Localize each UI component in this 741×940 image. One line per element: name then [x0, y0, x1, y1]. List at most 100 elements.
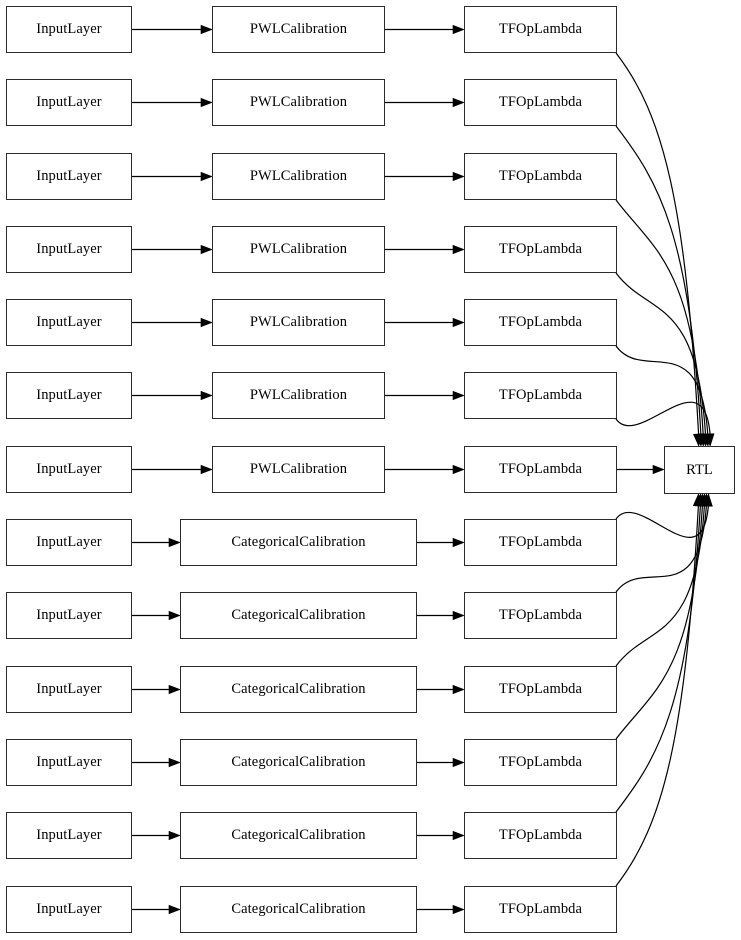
edge-input-to-calibration-10-arrowhead: [168, 757, 181, 768]
node-categorical-calibration-11-label: CategoricalCalibration: [231, 827, 366, 844]
node-input-layer-8[interactable]: InputLayer: [6, 592, 132, 639]
node-tf-op-lambda-9-label: TFOpLambda: [498, 681, 583, 698]
node-input-layer-0-label: InputLayer: [36, 21, 102, 38]
node-tf-op-lambda-2-label: TFOpLambda: [498, 168, 583, 185]
node-tf-op-lambda-0[interactable]: TFOpLambda: [464, 6, 617, 53]
node-tf-op-lambda-0-label: TFOpLambda: [498, 21, 583, 38]
node-tf-op-lambda-10-label: TFOpLambda: [498, 754, 583, 771]
edge-input-to-calibration-11-arrowhead: [168, 830, 181, 841]
node-input-layer-1[interactable]: InputLayer: [6, 79, 132, 126]
edge-lambda-to-rtl-12-line: [615, 503, 700, 887]
node-input-layer-10-label: InputLayer: [36, 754, 102, 771]
node-pwl-calibration-4[interactable]: PWLCalibration: [212, 299, 385, 346]
node-pwl-calibration-2[interactable]: PWLCalibration: [212, 153, 385, 200]
node-input-layer-1-label: InputLayer: [36, 94, 102, 111]
node-input-layer-6[interactable]: InputLayer: [6, 446, 132, 493]
edge-lambda-to-rtl-3-arrowhead: [699, 433, 710, 447]
node-input-layer-10[interactable]: InputLayer: [6, 739, 132, 786]
node-categorical-calibration-12[interactable]: CategoricalCalibration: [180, 886, 417, 933]
node-categorical-calibration-12-label: CategoricalCalibration: [231, 901, 366, 918]
node-tf-op-lambda-4[interactable]: TFOpLambda: [464, 299, 617, 346]
node-categorical-calibration-9[interactable]: CategoricalCalibration: [180, 666, 417, 713]
edge-input-to-calibration-6-arrowhead: [200, 464, 213, 475]
node-input-layer-11-label: InputLayer: [36, 827, 102, 844]
edge-calibration-to-lambda-5-arrowhead: [452, 390, 465, 401]
node-tf-op-lambda-12-label: TFOpLambda: [498, 901, 583, 918]
edge-calibration-to-lambda-4-arrowhead: [452, 317, 465, 328]
edge-calibration-to-lambda-0-arrowhead: [452, 24, 465, 35]
edge-lambda-to-rtl-9-line: [615, 503, 706, 667]
node-categorical-calibration-10[interactable]: CategoricalCalibration: [180, 739, 417, 786]
edge-lambda-to-rtl-2-line: [615, 199, 704, 437]
edge-input-to-calibration-1-arrowhead: [200, 97, 213, 108]
node-tf-op-lambda-7-label: TFOpLambda: [498, 534, 583, 551]
node-tf-op-lambda-1[interactable]: TFOpLambda: [464, 79, 617, 126]
node-tf-op-lambda-11[interactable]: TFOpLambda: [464, 812, 617, 859]
node-input-layer-7[interactable]: InputLayer: [6, 519, 132, 566]
edge-lambda-to-rtl-1-arrowhead: [695, 433, 706, 447]
edge-lambda-to-rtl-0-line: [615, 52, 700, 437]
node-categorical-calibration-7-label: CategoricalCalibration: [231, 534, 366, 551]
edge-input-to-calibration-9-arrowhead: [168, 684, 181, 695]
node-pwl-calibration-1[interactable]: PWLCalibration: [212, 79, 385, 126]
node-input-layer-0[interactable]: InputLayer: [6, 6, 132, 53]
edge-lambda-to-rtl-8-line: [615, 503, 708, 593]
node-input-layer-6-label: InputLayer: [36, 461, 102, 478]
node-pwl-calibration-3-label: PWLCalibration: [249, 241, 348, 258]
edge-lambda-to-rtl-6-arrowhead: [652, 464, 665, 475]
edge-lambda-to-rtl-1-line: [615, 125, 702, 437]
node-pwl-calibration-1-label: PWLCalibration: [249, 94, 348, 111]
edge-calibration-to-lambda-11-arrowhead: [452, 830, 465, 841]
node-tf-op-lambda-12[interactable]: TFOpLambda: [464, 886, 617, 933]
node-input-layer-12-label: InputLayer: [36, 901, 102, 918]
node-input-layer-2[interactable]: InputLayer: [6, 153, 132, 200]
node-input-layer-3[interactable]: InputLayer: [6, 226, 132, 273]
node-pwl-calibration-5[interactable]: PWLCalibration: [212, 372, 385, 419]
node-input-layer-7-label: InputLayer: [36, 534, 102, 551]
edge-calibration-to-lambda-1-arrowhead: [452, 97, 465, 108]
edge-calibration-to-lambda-12-arrowhead: [452, 904, 465, 915]
node-categorical-calibration-8[interactable]: CategoricalCalibration: [180, 592, 417, 639]
node-pwl-calibration-6[interactable]: PWLCalibration: [212, 446, 385, 493]
node-pwl-calibration-3[interactable]: PWLCalibration: [212, 226, 385, 273]
node-pwl-calibration-0-label: PWLCalibration: [249, 21, 348, 38]
edge-calibration-to-lambda-9-arrowhead: [452, 684, 465, 695]
node-tf-op-lambda-8[interactable]: TFOpLambda: [464, 592, 617, 639]
edge-lambda-to-rtl-5-line: [615, 401, 711, 437]
node-categorical-calibration-10-label: CategoricalCalibration: [231, 754, 366, 771]
node-tf-op-lambda-2[interactable]: TFOpLambda: [464, 153, 617, 200]
node-tf-op-lambda-3-label: TFOpLambda: [498, 241, 583, 258]
node-input-layer-3-label: InputLayer: [36, 241, 102, 258]
node-input-layer-5[interactable]: InputLayer: [6, 372, 132, 419]
edge-lambda-to-rtl-4-arrowhead: [702, 433, 713, 447]
node-pwl-calibration-6-label: PWLCalibration: [249, 461, 348, 478]
node-tf-op-lambda-7[interactable]: TFOpLambda: [464, 519, 617, 566]
node-tf-op-lambda-9[interactable]: TFOpLambda: [464, 666, 617, 713]
edge-lambda-to-rtl-10-line: [615, 503, 704, 740]
node-input-layer-12[interactable]: InputLayer: [6, 886, 132, 933]
node-tf-op-lambda-4-label: TFOpLambda: [498, 314, 583, 331]
node-tf-op-lambda-3[interactable]: TFOpLambda: [464, 226, 617, 273]
edge-lambda-to-rtl-5-arrowhead: [704, 433, 715, 447]
node-pwl-calibration-0[interactable]: PWLCalibration: [212, 6, 385, 53]
edge-input-to-calibration-7-arrowhead: [168, 537, 181, 548]
edge-lambda-to-rtl-11-arrowhead: [694, 493, 705, 507]
node-input-layer-9[interactable]: InputLayer: [6, 666, 132, 713]
edge-lambda-to-rtl-7-arrowhead: [702, 493, 713, 507]
edge-calibration-to-lambda-6-arrowhead: [452, 464, 465, 475]
node-input-layer-4-label: InputLayer: [36, 314, 102, 331]
node-rtl-output-label: RTL: [686, 461, 713, 478]
node-input-layer-4[interactable]: InputLayer: [6, 299, 132, 346]
node-pwl-calibration-4-label: PWLCalibration: [249, 314, 348, 331]
node-categorical-calibration-11[interactable]: CategoricalCalibration: [180, 812, 417, 859]
node-tf-op-lambda-5[interactable]: TFOpLambda: [464, 372, 617, 419]
edge-lambda-to-rtl-0-arrowhead: [693, 433, 704, 447]
node-tf-op-lambda-6[interactable]: TFOpLambda: [464, 446, 617, 493]
node-tf-op-lambda-10[interactable]: TFOpLambda: [464, 739, 617, 786]
node-categorical-calibration-7[interactable]: CategoricalCalibration: [180, 519, 417, 566]
edge-lambda-to-rtl-3-line: [615, 272, 707, 437]
node-rtl-output[interactable]: RTL: [664, 446, 735, 494]
node-tf-op-lambda-5-label: TFOpLambda: [498, 387, 583, 404]
node-input-layer-11[interactable]: InputLayer: [6, 812, 132, 859]
